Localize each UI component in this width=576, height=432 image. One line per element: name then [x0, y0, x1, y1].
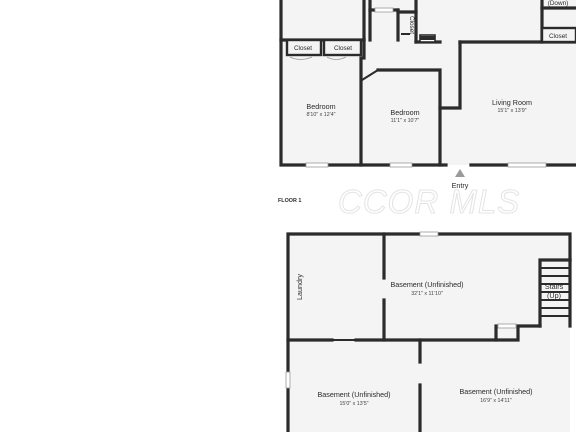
stairs-up-treads [540, 258, 572, 328]
basement-bl-name: Basement (Unfinished) [317, 390, 390, 399]
basement-br-name: Basement (Unfinished) [459, 387, 532, 396]
window [374, 7, 394, 13]
bedroom-left-name: Bedroom [306, 102, 335, 111]
window [389, 162, 413, 168]
stairs-up-label-2: (Up) [547, 291, 561, 300]
basement-br-dims: 16'9" x 14'11" [480, 398, 512, 404]
basement-plan [285, 231, 572, 432]
entry-label: Entry [452, 181, 469, 190]
bedroom-mid-name: Bedroom [390, 108, 419, 117]
stairs-down-label: (Down) [548, 0, 569, 7]
laundry-label: Laundry [295, 274, 304, 300]
basement-top-dims: 32'1" x 11'10" [411, 291, 443, 297]
closet-b-label: Closet [334, 45, 352, 52]
bedroom-mid-dims: 11'1" x 10'7" [391, 118, 420, 124]
window [507, 162, 547, 168]
window [305, 162, 329, 168]
entry-arrow-icon [455, 169, 465, 177]
window [285, 371, 291, 389]
basement-bl-dims: 15'0" x 13'5" [339, 401, 368, 407]
closet-right-label: Closet [549, 33, 567, 40]
floor-1-plan [279, 0, 576, 177]
bedroom-left-dims: 8'10" x 12'4" [306, 112, 335, 118]
stairs-up-label-1: Stairs [545, 282, 564, 291]
window [497, 323, 517, 329]
closet-a-label: Closet [294, 45, 312, 52]
living-room-name: Living Room [492, 98, 532, 107]
closet-right-box [540, 26, 576, 44]
basement-top-name: Basement (Unfinished) [390, 280, 463, 289]
closet-vertical-label: Closet [408, 16, 415, 34]
closet-b-box [322, 38, 363, 57]
watermark: CCOR MLS [338, 183, 520, 220]
window [419, 231, 439, 237]
floor-1-label: FLOOR 1 [278, 198, 301, 204]
closet-a-box [285, 38, 323, 57]
living-room-dims: 15'1" x 13'9" [497, 108, 526, 114]
